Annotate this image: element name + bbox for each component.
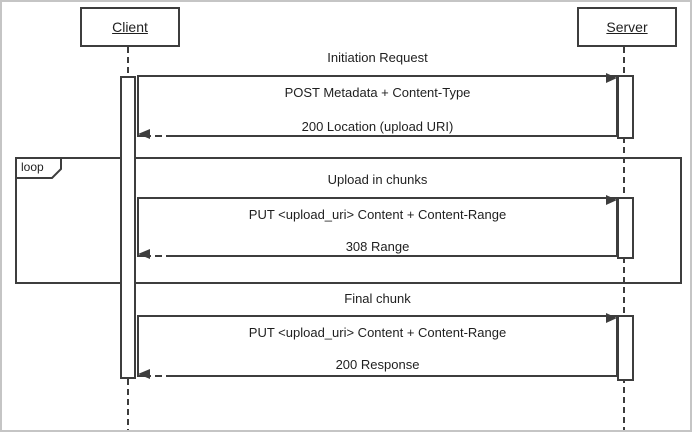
participant-server: Server: [577, 7, 677, 47]
client-activation-bar: [120, 76, 136, 379]
request-label: POST Metadata + Content-Type: [284, 85, 471, 100]
server-activation-bar: [617, 75, 634, 139]
loop-fragment: loop: [15, 157, 682, 284]
arrow-right-icon: [606, 195, 617, 205]
arrow-left-icon: [138, 369, 150, 379]
response-label: 200 Response: [335, 357, 420, 372]
section-label-final-chunk: Final chunk: [344, 291, 411, 306]
return-dash-gap: [162, 135, 166, 137]
server-activation-bar: [617, 315, 634, 381]
return-dash-gap: [151, 135, 155, 137]
return-dash-gap: [162, 255, 166, 257]
loop-pentagon-icon: [15, 157, 62, 179]
arrow-right-icon: [606, 73, 617, 83]
response-label: 308 Range: [345, 239, 410, 254]
loop-operator-tag: loop: [15, 157, 62, 179]
section-label-initiation: Initiation Request: [327, 50, 428, 65]
participant-client: Client: [80, 7, 180, 47]
return-dash-gap: [151, 375, 155, 377]
request-label: PUT <upload_uri> Content + Content-Range: [248, 207, 507, 222]
message-box-initiation: POST Metadata + Content-Type 200 Locatio…: [137, 73, 618, 139]
participant-client-label: Client: [112, 19, 148, 35]
loop-operator-label: loop: [21, 160, 44, 174]
return-dash-gap: [151, 255, 155, 257]
section-label-upload-chunks: Upload in chunks: [327, 172, 428, 187]
arrow-left-icon: [138, 249, 150, 259]
client-lifeline-tail: [127, 379, 129, 430]
client-lifeline: [127, 47, 129, 77]
server-activation-bar: [617, 197, 634, 259]
arrow-left-icon: [138, 129, 150, 139]
arrow-right-icon: [606, 313, 617, 323]
participant-server-label: Server: [606, 19, 648, 35]
return-dash-gap: [162, 375, 166, 377]
message-box-final-chunk: PUT <upload_uri> Content + Content-Range…: [137, 313, 618, 379]
response-label: 200 Location (upload URI): [301, 119, 454, 134]
message-box-chunk-upload: PUT <upload_uri> Content + Content-Range…: [137, 195, 618, 259]
request-label: PUT <upload_uri> Content + Content-Range: [248, 325, 507, 340]
